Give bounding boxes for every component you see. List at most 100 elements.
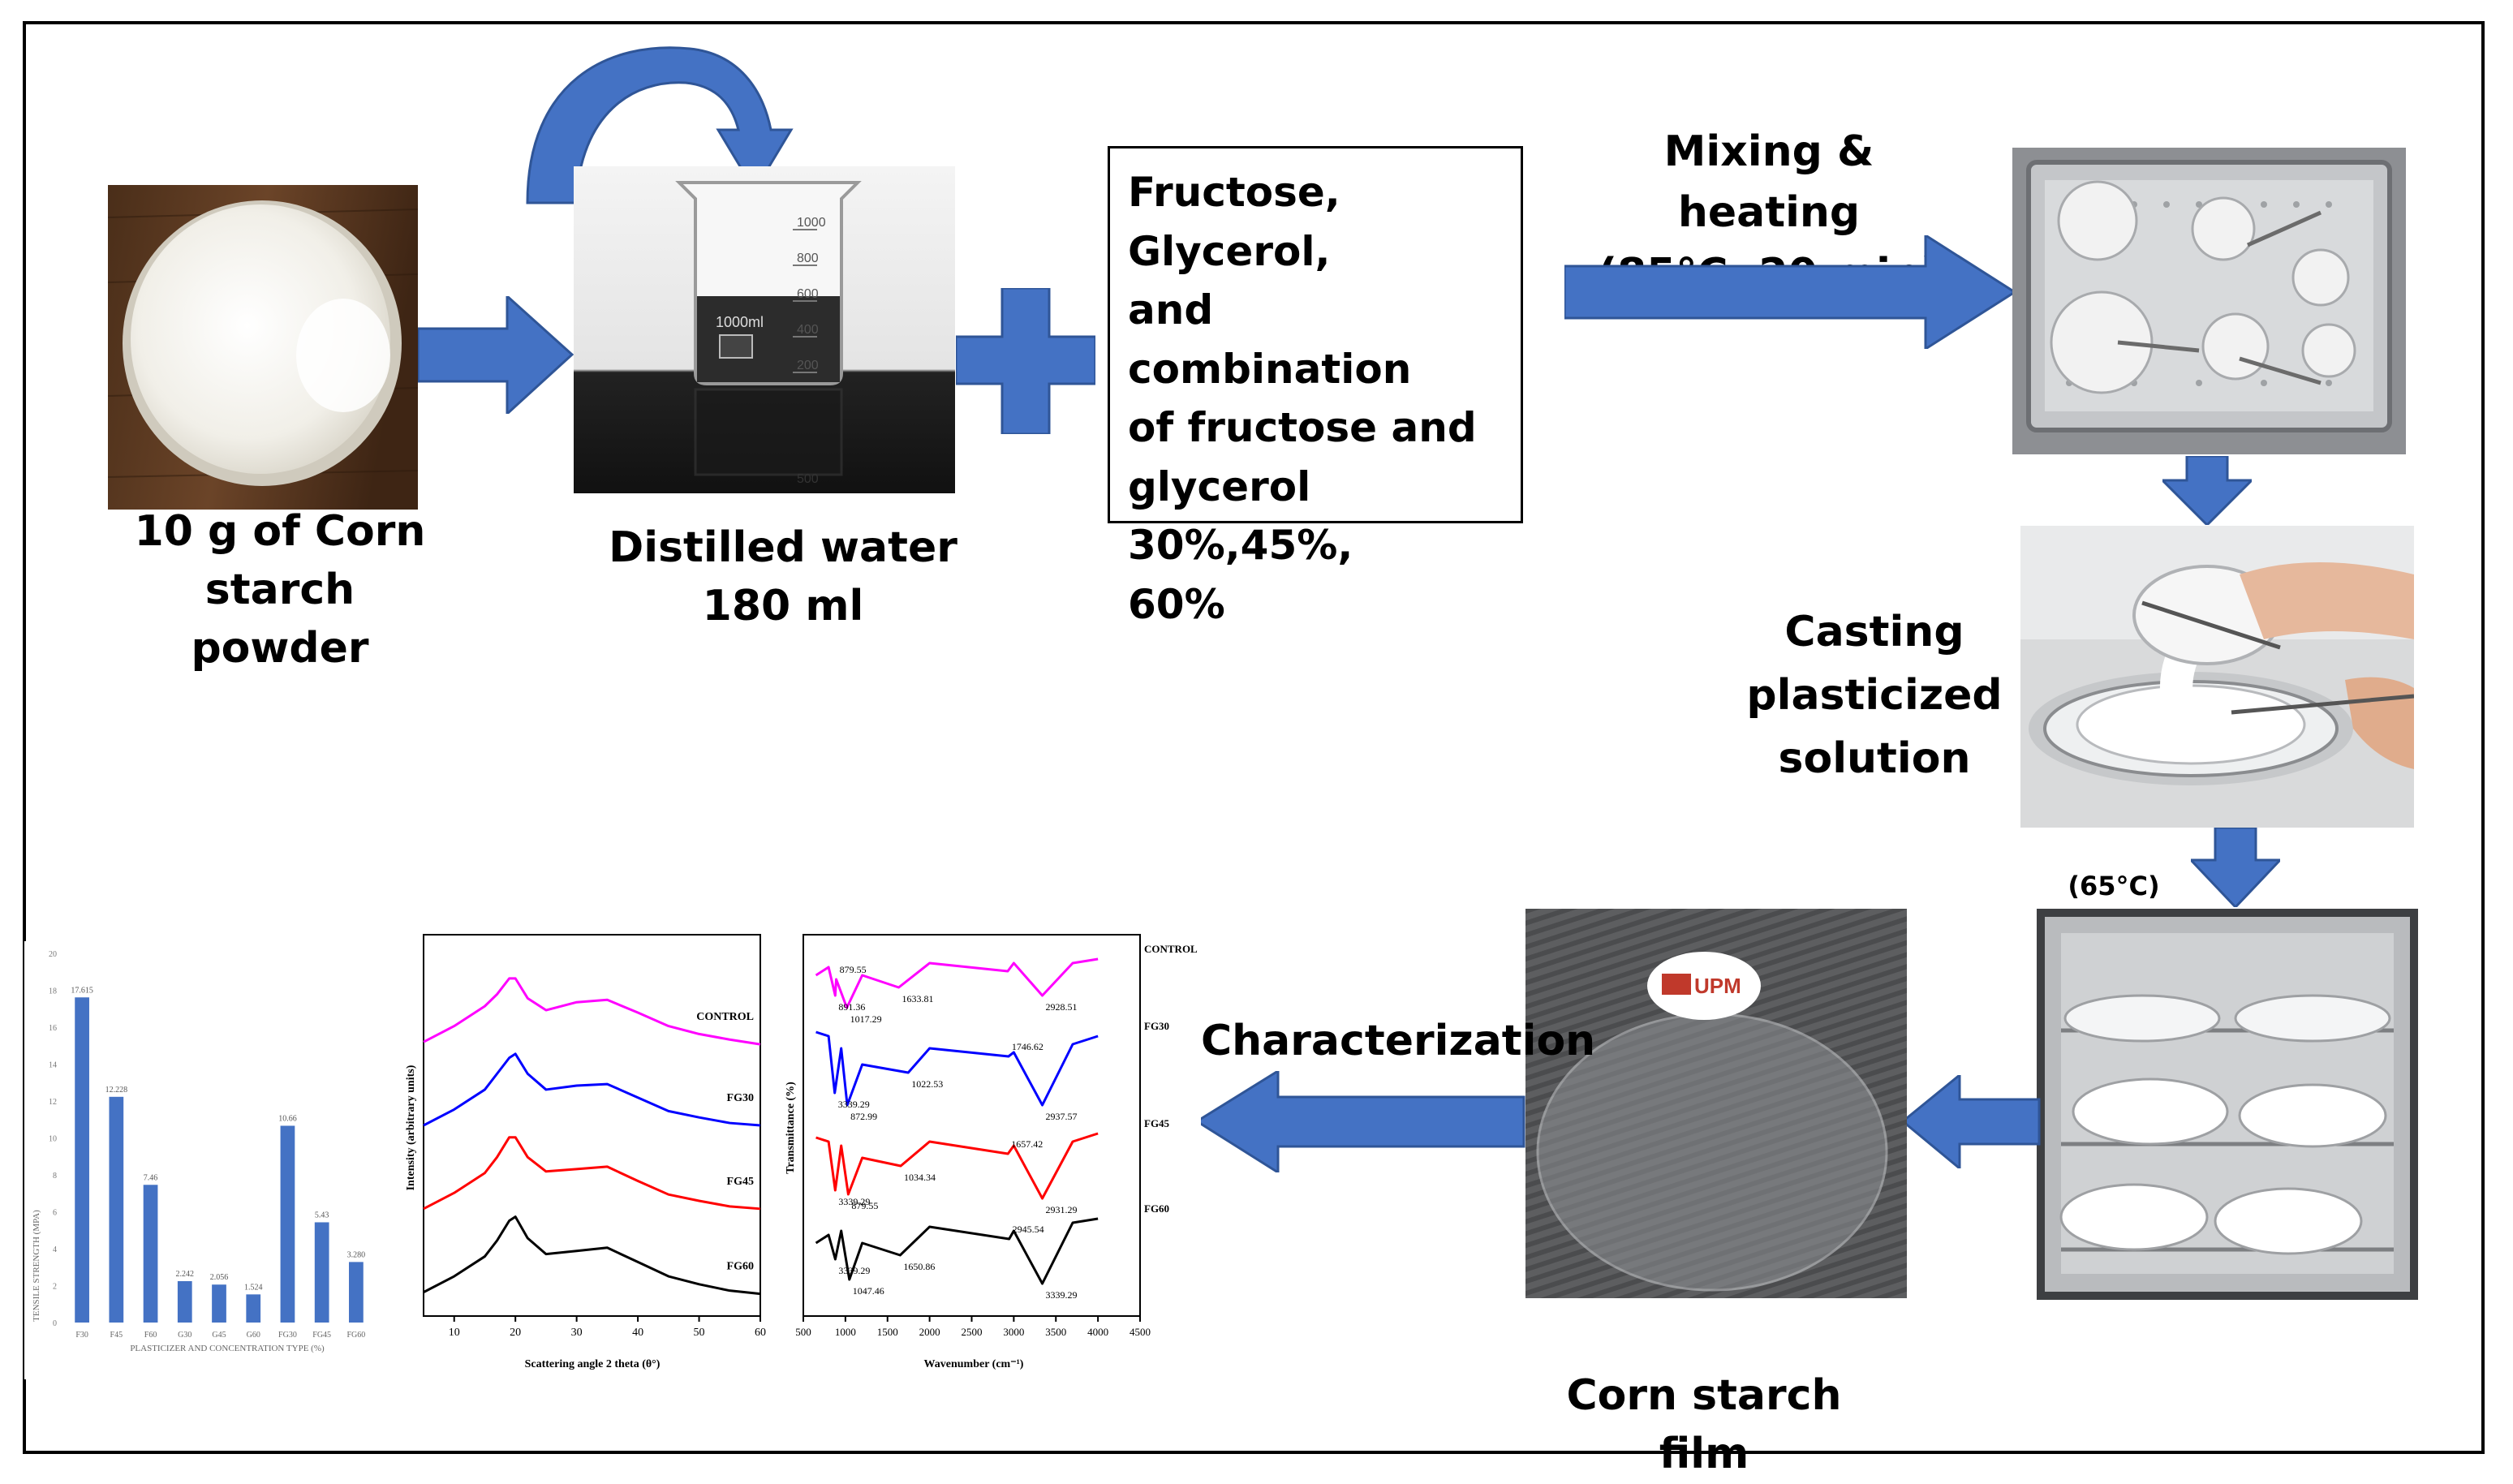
bar-ytick-label: 16	[49, 1024, 57, 1033]
water-bath-photo	[2012, 148, 2406, 454]
drying-temp-label: (65°C)	[2068, 871, 2160, 901]
ftir-xtick-label: 500	[795, 1326, 811, 1338]
bar-category-label: F30	[75, 1331, 88, 1340]
xrd-ylabel: Intensity (arbitrary units)	[405, 1065, 417, 1190]
bar-value-label: 2.242	[176, 1270, 195, 1279]
bar-category-label: FG60	[346, 1331, 365, 1340]
bar	[75, 997, 89, 1323]
bar-value-label: 2.056	[210, 1273, 229, 1282]
tensile-bar-chart: TENSILE STRENGTH (MPA) PLASTICIZER AND C…	[24, 941, 385, 1379]
bar-category-label: FG45	[312, 1331, 331, 1340]
xrd-series-line	[423, 1215, 761, 1296]
ftir-peak-label: 1633.81	[902, 993, 934, 1004]
ftir-series-label: CONTROL	[1144, 943, 1198, 955]
ftir-peak-label: 1017.29	[850, 1013, 882, 1025]
bar-category-label: G60	[247, 1331, 260, 1340]
bar-ylabel: TENSILE STRENGTH (MPA)	[32, 1210, 41, 1322]
water-label: Distilled water 180 ml	[609, 523, 957, 630]
bar	[109, 1096, 124, 1323]
ftir-peak-label: 1034.34	[904, 1172, 936, 1183]
ftir-xtick-label: 1500	[877, 1326, 898, 1338]
bar	[177, 1280, 192, 1323]
ftir-series-label: FG45	[1144, 1117, 1170, 1129]
bar-ytick-label: 8	[53, 1172, 57, 1181]
bar	[143, 1185, 158, 1323]
ftir-series-line	[815, 1132, 1099, 1200]
bar-ytick-label: 0	[53, 1319, 57, 1328]
ftir-xtick-label: 3000	[1003, 1326, 1024, 1338]
corn-starch-photo	[108, 185, 418, 510]
plasticizer-box: Fructose, Glycerol, and combination of f…	[1108, 146, 1523, 628]
ftir-series-line	[815, 1217, 1099, 1285]
ftir-series-label: FG30	[1144, 1020, 1169, 1032]
beaker-mark: 1000	[797, 216, 826, 230]
corn-starch-label: 10 g of Corn starch powder	[134, 507, 426, 673]
bar-ytick-label: 18	[49, 987, 57, 996]
xrd-chart: Intensity (arbitrary units) Scattering a…	[389, 925, 771, 1379]
xrd-xtick-label: 10	[449, 1327, 460, 1339]
ftir-peak-label: 2945.54	[1013, 1224, 1044, 1235]
bar-ytick-label: 14	[49, 1061, 57, 1070]
ftir-xtick-label: 2500	[962, 1326, 983, 1338]
bar-category-label: G45	[212, 1331, 226, 1340]
ftir-xlabel: Wavenumber (cm⁻¹)	[924, 1358, 1024, 1370]
xrd-xtick-label: 50	[694, 1327, 705, 1339]
beaker-mark: 800	[797, 252, 819, 265]
ftir-peak-label: 2937.57	[1046, 1111, 1078, 1122]
xrd-xtick-label: 40	[632, 1327, 643, 1339]
xrd-series-line	[423, 977, 761, 1046]
recycle-arrow-icon	[526, 46, 794, 204]
beaker-mark: 200	[797, 359, 819, 372]
ftir-ylabel: Transmittance (%)	[785, 1082, 797, 1174]
bar-category-label: F45	[110, 1331, 123, 1340]
ftir-series-line	[815, 1030, 1099, 1107]
ftir-series-label: FG60	[1144, 1202, 1169, 1215]
beaker-tag: 1000ml	[716, 314, 764, 330]
bar-category-label: G30	[178, 1331, 191, 1340]
ftir-peak-label: 3339.29	[838, 1196, 870, 1207]
bar	[280, 1125, 295, 1323]
bar	[349, 1262, 364, 1323]
casting-photo	[2020, 526, 2414, 828]
right-arrow-icon	[1564, 235, 2017, 349]
bar-value-label: 7.46	[144, 1173, 158, 1182]
bar	[212, 1284, 226, 1323]
ftir-xtick-label: 4000	[1087, 1326, 1108, 1338]
left-arrow-icon	[1197, 1071, 1525, 1172]
bar-xlabel: PLASTICIZER AND CONCENTRATION TYPE (%)	[130, 1344, 325, 1353]
xrd-series-line	[423, 1052, 761, 1127]
xrd-xtick-label: 60	[755, 1327, 766, 1339]
ftir-xtick-label: 3500	[1045, 1326, 1066, 1338]
ftir-xtick-label: 4500	[1130, 1326, 1151, 1338]
xrd-series-label: CONTROL	[696, 1011, 754, 1023]
ftir-peak-label: 3339.29	[838, 1099, 870, 1110]
bar-ytick-label: 20	[49, 950, 57, 959]
ftir-peak-label: 1650.86	[903, 1261, 935, 1272]
bar-value-label: 5.43	[315, 1211, 329, 1219]
film-label: Corn starch film	[1566, 1371, 1842, 1478]
ftir-peak-label: 879.55	[851, 1200, 878, 1211]
xrd-xlabel: Scattering angle 2 theta (θ°)	[525, 1358, 661, 1370]
ftir-peak-label: 1657.42	[1011, 1138, 1043, 1150]
casting-label: Casting plasticized solution	[1746, 608, 2003, 783]
xrd-xtick-label: 30	[571, 1327, 583, 1339]
ftir-peak-label: 1022.53	[911, 1078, 943, 1090]
diagram-frame	[23, 21, 2485, 1454]
ftir-peak-label: 2931.29	[1046, 1204, 1078, 1215]
down-arrow-icon	[2191, 828, 2280, 907]
right-arrow-icon	[418, 296, 574, 414]
ftir-chart: Transmittance (%) Wavenumber (cm⁻¹) 500 1…	[779, 925, 1201, 1379]
left-arrow-icon	[1903, 1075, 2041, 1168]
beaker-photo: 1000ml 1000 800 600 400 200 500	[574, 166, 955, 493]
bar-ytick-label: 4	[53, 1245, 57, 1254]
xrd-xtick-label: 20	[510, 1327, 521, 1339]
bar-value-label: 3.280	[347, 1250, 366, 1259]
ftir-series-line	[815, 957, 1099, 1009]
bar	[246, 1294, 261, 1323]
ftir-peak-label: 3339.29	[1046, 1289, 1078, 1301]
plus-icon	[956, 288, 1095, 434]
bar-ytick-label: 2	[53, 1283, 57, 1292]
ftir-peak-label: 891.36	[838, 1001, 865, 1013]
bar-ytick-label: 6	[53, 1209, 57, 1218]
down-arrow-icon	[2162, 456, 2252, 525]
